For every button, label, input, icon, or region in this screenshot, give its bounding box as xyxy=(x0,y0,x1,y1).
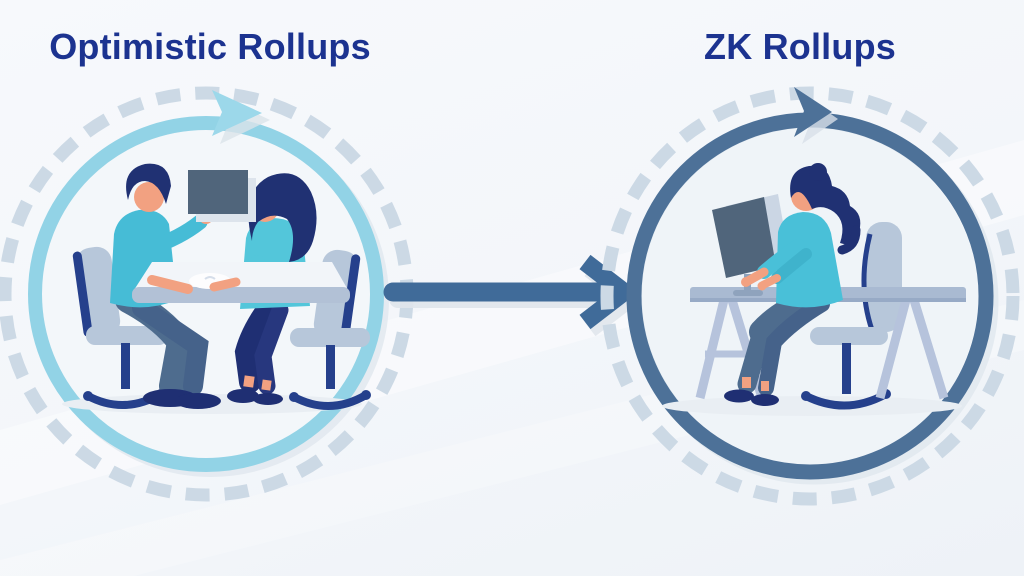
cycle-arrow-icon xyxy=(212,90,262,136)
optimistic-rollups-title: Optimistic Rollups xyxy=(49,26,371,67)
person-woman xyxy=(724,163,861,406)
people-discussing-at-table-illustration xyxy=(62,163,371,414)
hand xyxy=(147,275,193,294)
zk-rollups-cycle xyxy=(600,86,1020,506)
hand xyxy=(209,277,241,292)
arrow-head xyxy=(579,254,639,330)
tablet-screen xyxy=(188,170,256,222)
cycle-ring xyxy=(28,116,384,472)
dashed-ring xyxy=(600,86,1020,506)
zk-rollups-title: ZK Rollups xyxy=(704,26,896,67)
cycle-arrow-icon xyxy=(794,87,832,137)
optimistic-rollups-cycle xyxy=(0,86,414,502)
office-chair xyxy=(801,222,902,410)
person-working-at-computer-illustration xyxy=(662,163,966,416)
paper-doodle xyxy=(204,276,216,280)
